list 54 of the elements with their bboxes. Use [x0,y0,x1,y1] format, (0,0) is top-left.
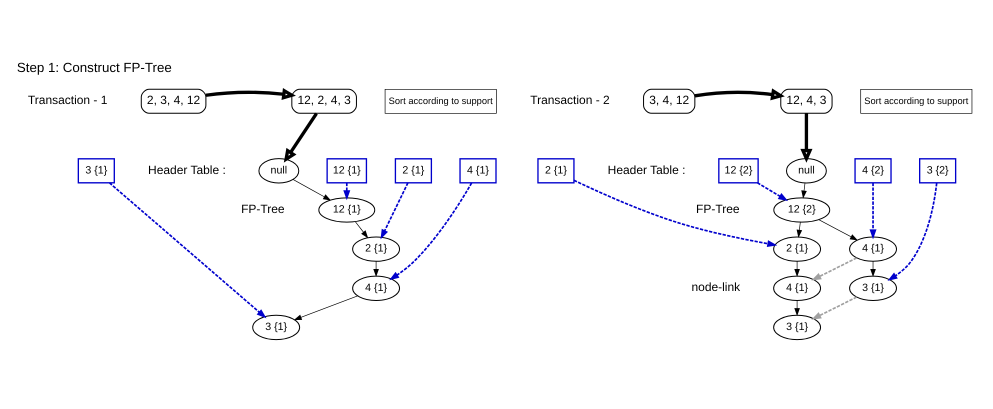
label: FP-Tree [240,202,284,216]
arrow [886,182,938,281]
node-ellipse: 2 {1} [772,236,821,262]
node-ellipse: 3 {1} [848,276,896,301]
arrow [818,219,858,240]
node-ellipse: 4 {1} [848,236,896,262]
arrow [293,296,358,320]
node-box: Sort according to support [384,88,496,114]
node-box: 2, 3, 4, 12 [140,88,206,114]
node-ellipse: null [786,158,826,184]
node-box: 3, 4, 12 [642,88,695,114]
arrow [694,88,784,100]
arrow [810,296,856,320]
arrow [800,114,812,163]
node-box: 4 {2} [854,158,892,184]
arrow [869,182,876,240]
arrow [756,182,788,202]
node-box: 12, 4, 3 [780,88,832,114]
node-box: 3 {1} [77,158,114,184]
node-box: 12 {1} [326,158,367,184]
node-box: 2 {1} [394,158,432,184]
node-ellipse: 12 {1} [318,197,375,223]
node-ellipse: null [258,158,299,184]
arrow [205,88,296,100]
arrow [388,182,472,280]
node-box: 12 {2} [718,158,758,184]
arrow [342,182,350,200]
arrow [573,180,777,248]
node-ellipse: 4 {1} [772,276,821,301]
node-box: 4 {1} [458,158,496,184]
node-ellipse: 3 {1} [252,314,300,340]
arrow [283,112,318,163]
label: Transaction - 1 [27,93,107,108]
label: Transaction - 2 [530,93,610,108]
arrow [810,257,856,281]
arrow [354,221,368,238]
node-ellipse: 4 {1} [352,276,400,301]
node-ellipse: 2 {1} [352,236,400,262]
node-ellipse: 12 {2} [772,197,830,223]
node-ellipse: 3 {1} [772,314,821,340]
diagram-title: Step 1: Construct FP-Tree [16,60,172,75]
node-box: 12, 2, 4, 3 [290,88,356,114]
node-box: 3 {2} [918,158,956,184]
arrow [380,182,408,240]
label: Header Table : [148,162,226,177]
arrow [796,222,802,238]
arrow [292,179,331,201]
node-box: Sort according to support [860,88,972,114]
label: FP-Tree [696,202,740,216]
label: Header Table : [607,162,685,177]
arrow [108,182,266,318]
node-box: 2 {1} [536,158,574,184]
label: node-link [691,280,740,294]
arrow [870,261,876,277]
